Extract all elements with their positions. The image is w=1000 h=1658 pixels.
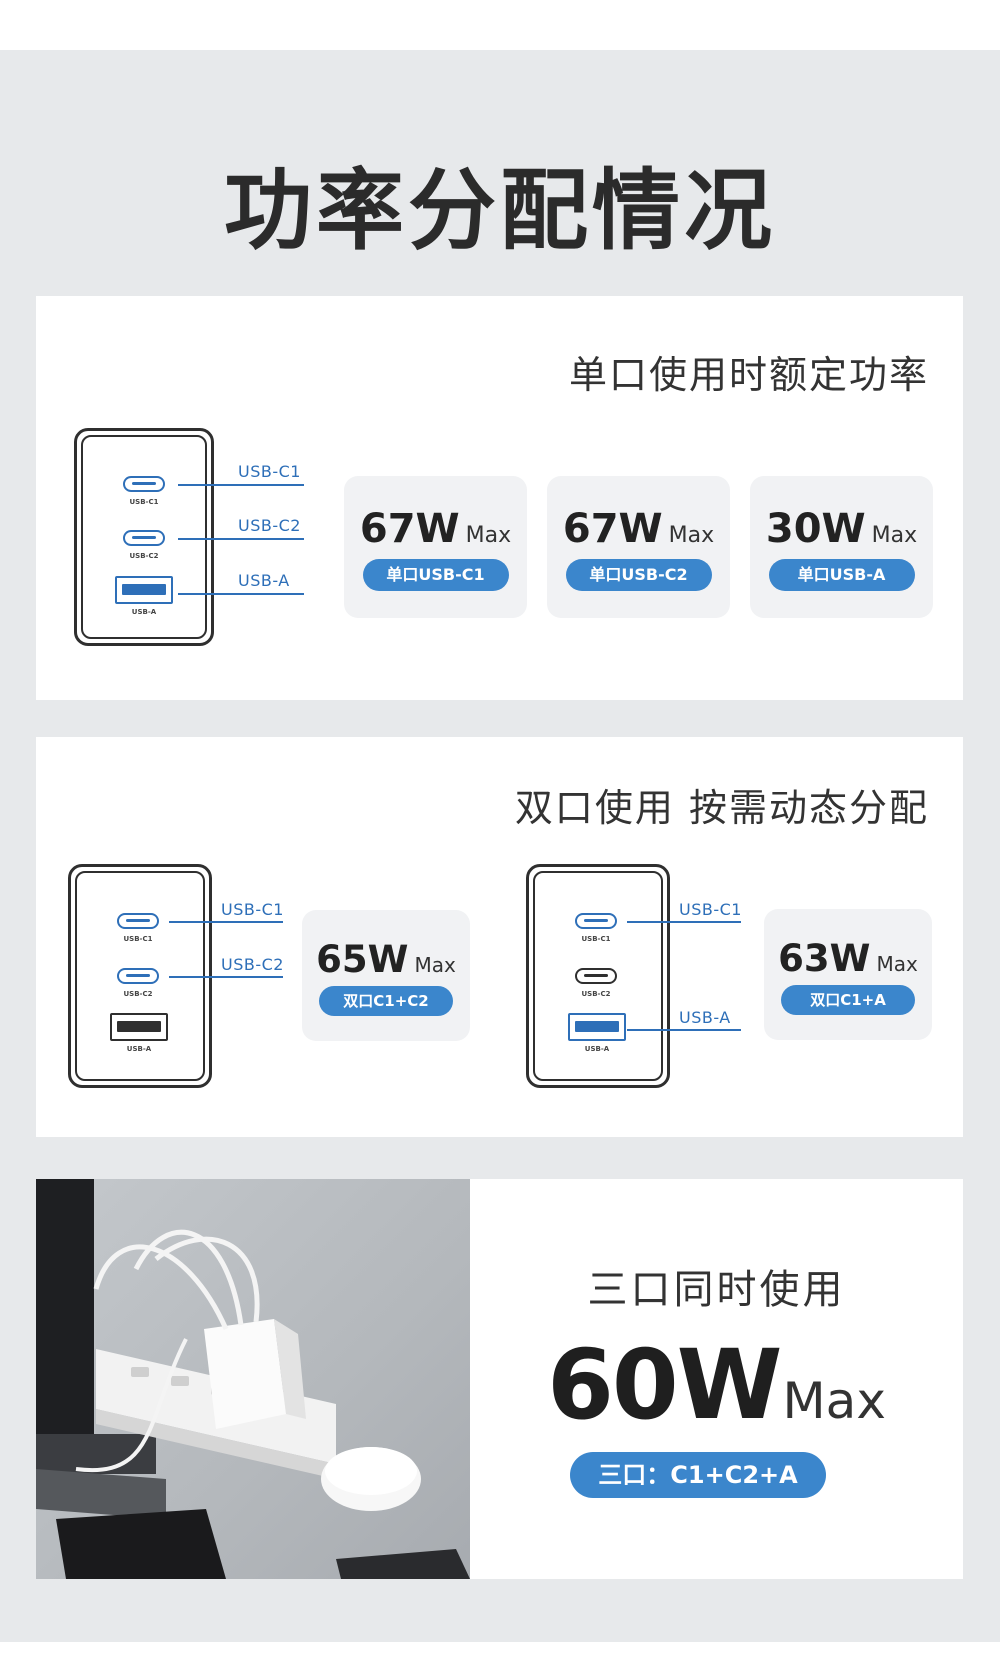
watt-value: 60W	[547, 1329, 782, 1441]
usb-a-tiny-label: USB-A	[584, 1045, 610, 1053]
usb-c1-lead-line	[627, 921, 741, 923]
usb-c2-port-icon	[117, 968, 159, 984]
usb-c1-port-icon	[575, 913, 617, 929]
usb-c1-lead-line	[178, 484, 304, 486]
usb-c1-lead-label: USB-C1	[679, 900, 742, 919]
usb-a-port-icon	[110, 1013, 168, 1041]
charger-face	[533, 871, 663, 1081]
single-port-panel: 单口使用时额定功率 USB-C1 USB-C2 USB-A USB-C1 USB…	[36, 296, 963, 700]
usb-a-lead-label: USB-A	[238, 571, 290, 590]
usb-a-lead-label: USB-A	[679, 1008, 731, 1027]
charger-scene-illustration	[36, 1179, 470, 1579]
usb-c2-port-icon	[575, 968, 617, 984]
triple-port-heading: 三口同时使用	[587, 1267, 846, 1313]
max-label: Max	[414, 953, 456, 977]
usb-c2-lead-line	[169, 976, 283, 978]
usb-c2-lead-label: USB-C2	[238, 516, 301, 535]
charger-face	[81, 435, 207, 639]
usb-c1-tiny-label: USB-C1	[123, 935, 153, 943]
max-label: Max	[668, 523, 715, 548]
max-label: Max	[871, 523, 918, 548]
usb-c2-lead-label: USB-C2	[221, 955, 284, 974]
usb-c1-port-icon	[123, 476, 165, 492]
usb-c1-lead-label: USB-C1	[221, 900, 284, 919]
port-tag: 单口USB-C1	[362, 559, 509, 591]
product-photo	[36, 1179, 470, 1579]
usb-a-lead-line	[627, 1029, 741, 1031]
port-tag: 单口USB-C2	[565, 559, 712, 591]
usb-c1-lead-label: USB-C1	[238, 462, 301, 481]
usb-c1-lead-line	[169, 921, 283, 923]
max-label: Max	[782, 1372, 886, 1430]
triple-port-tag: 三口：C1+C2+A	[570, 1452, 826, 1498]
charger-diagram-c1-a: USB-C1 USB-C2 USB-A	[526, 864, 670, 1088]
charger-diagram-c1-c2: USB-C1 USB-C2 USB-A	[68, 864, 212, 1088]
watt-value: 30W	[765, 506, 866, 552]
watt-value: 67W	[359, 506, 460, 552]
triple-port-panel: 三口同时使用 60WMax 三口：C1+C2+A	[36, 1179, 963, 1579]
usb-a-tiny-label: USB-A	[126, 1045, 152, 1053]
single-port-heading: 单口使用时额定功率	[568, 353, 929, 397]
port-tag: 双口C1+C2	[319, 986, 453, 1016]
usb-a-lead-line	[178, 593, 304, 595]
usb-c1-tiny-label: USB-C1	[581, 935, 611, 943]
usb-c2-lead-line	[178, 538, 304, 540]
charger-diagram: USB-C1 USB-C2 USB-A	[74, 428, 214, 646]
dual-port-panel: 双口使用 按需动态分配 USB-C1 USB-C2 USB-A USB-C1 U…	[36, 737, 963, 1137]
usb-c2-tiny-label: USB-C2	[581, 990, 611, 998]
watt-value: 65W	[316, 938, 409, 981]
max-label: Max	[465, 523, 512, 548]
usb-a-port-icon	[568, 1013, 626, 1041]
usb-c2-tiny-label: USB-C2	[129, 552, 159, 560]
usb-c2-tiny-label: USB-C2	[123, 990, 153, 998]
usb-c2-port-icon	[123, 530, 165, 546]
usb-a-port-icon	[115, 576, 173, 604]
port-tag: 双口C1+A	[781, 985, 915, 1015]
usb-c1-tiny-label: USB-C1	[129, 498, 159, 506]
usb-a-tiny-label: USB-A	[131, 608, 157, 616]
max-label: Max	[876, 952, 918, 976]
triple-power-value: 60WMax	[470, 1329, 963, 1441]
port-tag: 单口USB-A	[768, 559, 915, 591]
page-title: 功率分配情况	[223, 159, 776, 262]
dual-port-heading: 双口使用 按需动态分配	[514, 786, 929, 830]
watt-value: 67W	[562, 506, 663, 552]
usb-c1-port-icon	[117, 913, 159, 929]
watt-value: 63W	[778, 937, 871, 980]
